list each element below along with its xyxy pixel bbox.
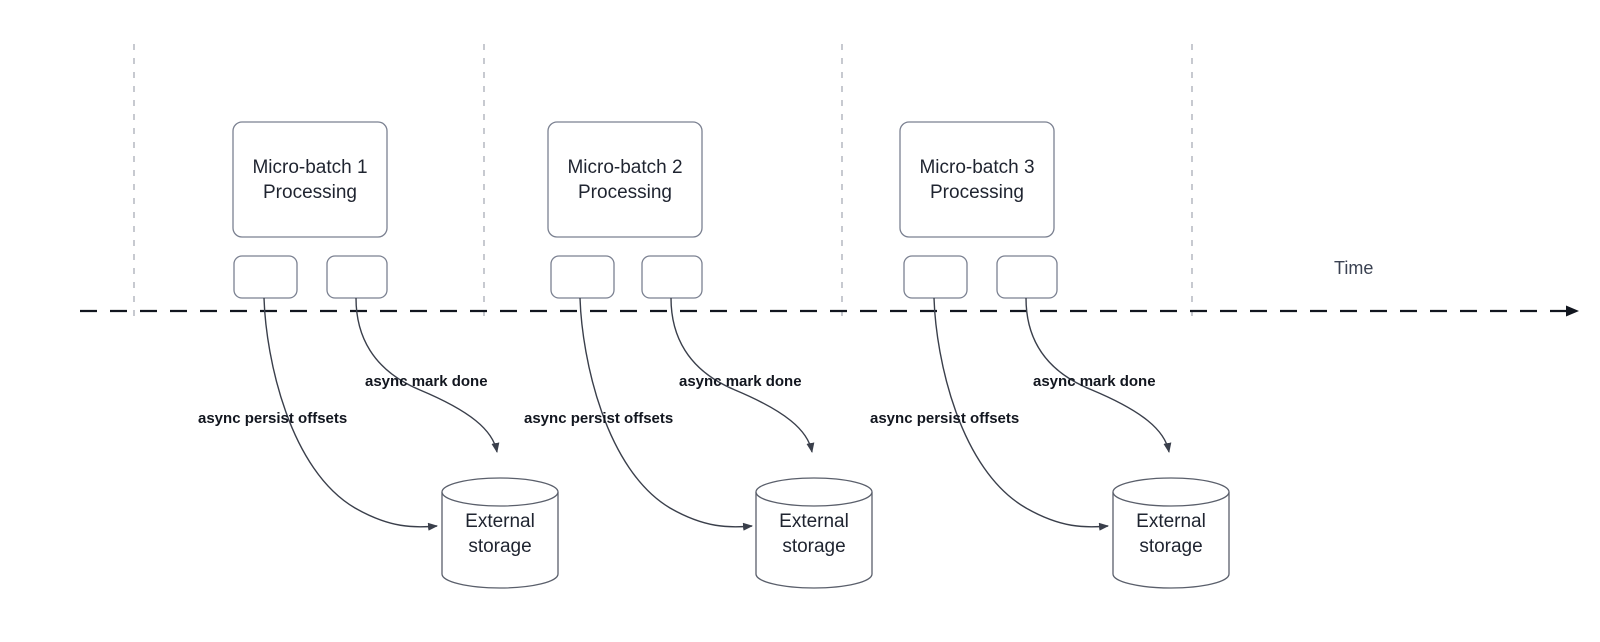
- storage-cylinder-top-1: [441, 477, 559, 507]
- storage-label-line2: storage: [782, 536, 845, 557]
- edge-async-mark-done-1: [355, 297, 500, 453]
- process-box-label-line2: Processing: [263, 182, 357, 203]
- edge-label-async-mark-done-3: async mark done: [1033, 373, 1156, 390]
- task-box-right-3[interactable]: [996, 255, 1058, 299]
- process-box-3[interactable]: [899, 121, 1055, 238]
- edge-async-persist-offsets-2: [579, 297, 753, 531]
- edge-label-async-persist-offsets-2: async persist offsets: [524, 410, 673, 427]
- task-box-right-2[interactable]: [641, 255, 703, 299]
- storage-cylinder-body-2[interactable]: [755, 492, 873, 589]
- edge-label-async-mark-done-2: async mark done: [679, 373, 802, 390]
- storage-cylinder-top-3: [1112, 477, 1230, 507]
- guide-lines-group: [133, 44, 1193, 322]
- storage-cylinder-top-2: [755, 477, 873, 507]
- storage-label-line2: storage: [1139, 536, 1202, 557]
- storage-label-line1: External: [1136, 511, 1206, 532]
- edge-label-async-mark-done-1: async mark done: [365, 373, 488, 390]
- process-box-label-line2: Processing: [930, 182, 1024, 203]
- edge-label-async-persist-offsets-3: async persist offsets: [870, 410, 1019, 427]
- storage-cylinder-body-3[interactable]: [1112, 492, 1230, 589]
- task-box-left-2[interactable]: [550, 255, 615, 299]
- time-axis-label: Time: [1334, 258, 1373, 278]
- process-box-label-line1: Micro-batch 3: [919, 157, 1034, 178]
- task-box-right-1[interactable]: [326, 255, 388, 299]
- storage-label-line2: storage: [468, 536, 531, 557]
- edge-label-async-persist-offsets-1: async persist offsets: [198, 410, 347, 427]
- process-box-label-line1: Micro-batch 1: [252, 157, 367, 178]
- process-box-1[interactable]: [232, 121, 388, 238]
- storage-label-line1: External: [465, 511, 535, 532]
- process-box-label-line1: Micro-batch 2: [567, 157, 682, 178]
- task-box-left-3[interactable]: [903, 255, 968, 299]
- edge-async-persist-offsets-3: [933, 297, 1109, 531]
- edge-async-mark-done-2: [670, 297, 815, 453]
- storage-cylinder-body-1[interactable]: [441, 492, 559, 589]
- storage-label-line1: External: [779, 511, 849, 532]
- process-box-label-line2: Processing: [578, 182, 672, 203]
- edge-async-mark-done-3: [1025, 297, 1172, 453]
- process-box-2[interactable]: [547, 121, 703, 238]
- task-box-left-1[interactable]: [233, 255, 298, 299]
- edge-async-persist-offsets-1: [263, 297, 438, 531]
